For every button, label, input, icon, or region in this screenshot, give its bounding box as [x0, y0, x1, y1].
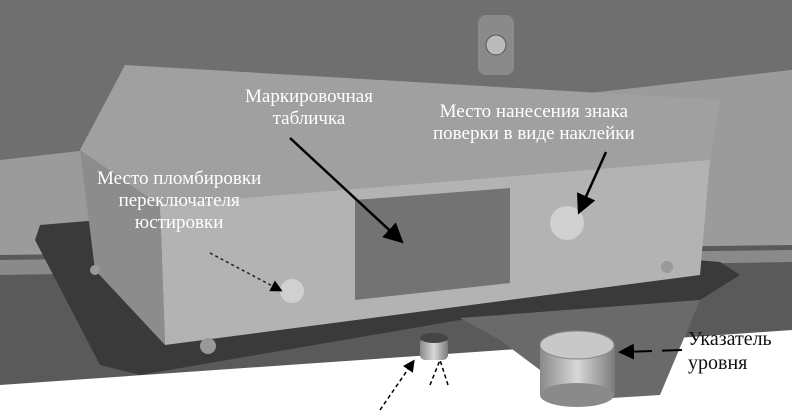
box-side	[80, 150, 165, 345]
bracket-bolt	[485, 34, 507, 56]
sticker-arrow	[577, 151, 608, 215]
foot-line	[439, 359, 449, 386]
label-line: уровня	[688, 352, 748, 374]
box-top	[80, 65, 720, 205]
label-line: переключателя	[118, 190, 240, 211]
seal-place	[280, 279, 304, 303]
foot-line	[429, 359, 441, 386]
level-indicator-arrow	[618, 343, 683, 360]
marking-plate	[355, 188, 510, 300]
label-line: Маркировочная	[245, 86, 373, 107]
label-line: поверки в виде наклейки	[433, 123, 635, 144]
label-line: Указатель	[688, 328, 772, 350]
sticker-place-label: Место нанесения знака поверки в виде нак…	[433, 101, 635, 145]
level-indicator-bottom	[540, 383, 614, 407]
label-line: Место нанесения знака	[439, 101, 628, 122]
label-line: табличка	[272, 108, 346, 129]
level-indicator-top	[539, 330, 615, 360]
adjuster-top	[420, 333, 448, 343]
corner-bolt	[90, 265, 100, 275]
seal-place-label: Место пломбировки переключателя юстировк…	[97, 168, 261, 234]
marking-plate-arrow	[289, 137, 404, 244]
label-line: юстировки	[134, 212, 224, 233]
sticker-place	[550, 206, 584, 240]
seal-arrow	[209, 252, 283, 292]
adjuster-foot	[420, 338, 448, 360]
corner-bolt	[200, 338, 216, 354]
marking-plate-label: Маркировочная табличка	[245, 86, 373, 130]
foot-arrow	[379, 359, 415, 411]
label-line: Место пломбировки	[97, 168, 262, 189]
corner-bolt	[661, 261, 673, 273]
level-indicator-label: Указатель уровня	[688, 327, 772, 375]
